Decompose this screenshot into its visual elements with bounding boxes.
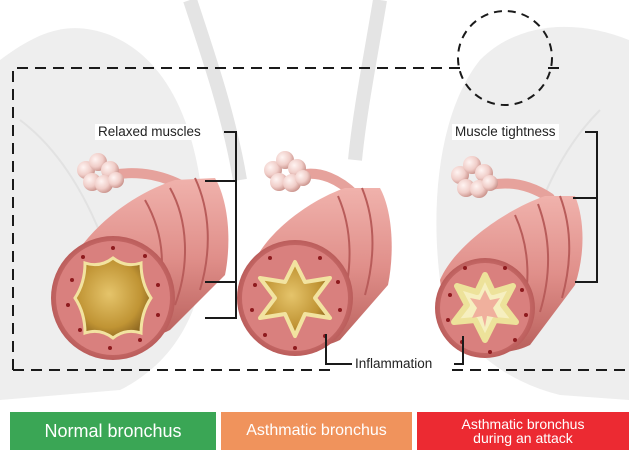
label-muscle-tightness: Muscle tightness bbox=[452, 124, 559, 140]
panel-normal-label: Normal bronchus bbox=[44, 421, 181, 442]
panel-normal-bronchus: Normal bronchus bbox=[10, 412, 216, 450]
panel-attack-label-line1: Asthmatic bronchus bbox=[462, 417, 585, 431]
label-inflammation: Inflammation bbox=[352, 356, 435, 372]
panel-attack-bronchus: Asthmatic bronchus during an attack bbox=[417, 412, 629, 450]
label-relaxed-muscles: Relaxed muscles bbox=[95, 124, 204, 140]
panel-attack-label-line2: during an attack bbox=[462, 431, 585, 445]
panel-asthmatic-bronchus: Asthmatic bronchus bbox=[221, 412, 412, 450]
alveoli-cluster-icon bbox=[264, 151, 311, 192]
bronchus-asthmatic-icon bbox=[237, 151, 392, 356]
panel-asthmatic-label: Asthmatic bronchus bbox=[246, 422, 387, 440]
